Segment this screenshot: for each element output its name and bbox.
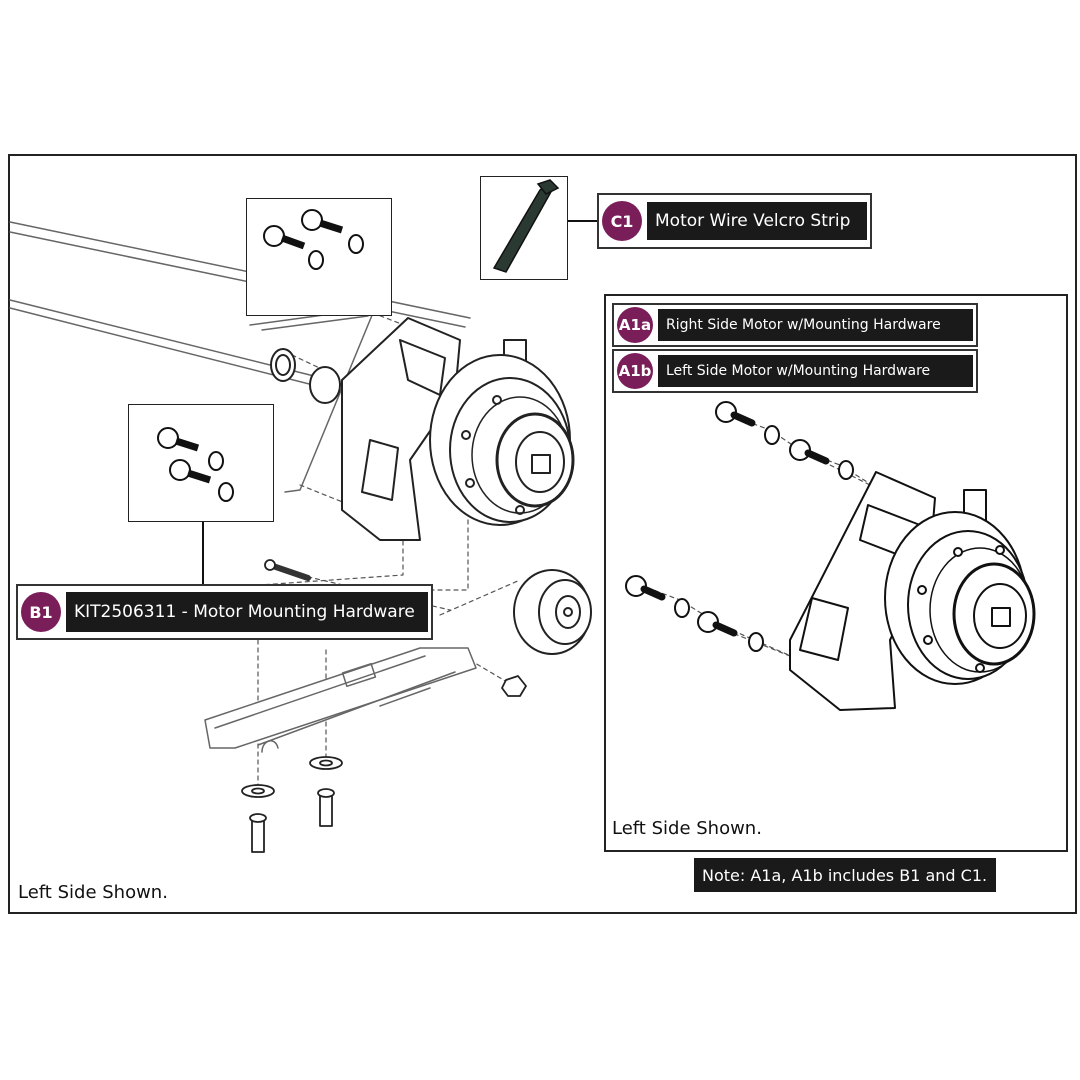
lower-bolt-set	[157, 427, 234, 502]
washer-icon	[764, 425, 780, 445]
label-c1: C1 Motor Wire Velcro Strip	[597, 193, 872, 249]
label-a1b-text: Left Side Motor w/Mounting Hardware	[658, 355, 973, 387]
label-a1a-text: Right Side Motor w/Mounting Hardware	[658, 309, 973, 341]
washer-icon	[348, 234, 364, 254]
bolt-icon	[169, 459, 212, 484]
washer-icon	[208, 451, 224, 471]
velcro-leader	[568, 220, 598, 222]
badge-a1a: A1a	[617, 307, 653, 343]
bolt-icon	[157, 427, 200, 452]
bolt-icon	[301, 209, 344, 234]
wheel-icon	[513, 569, 592, 655]
bolt-icon	[697, 611, 738, 637]
washer-icon	[674, 598, 690, 618]
inset-motor-view	[625, 401, 1036, 711]
washer-icon	[308, 250, 324, 270]
motor-icon	[341, 317, 575, 541]
washer-icon	[838, 460, 854, 480]
lower-bolt-callout	[128, 404, 274, 522]
inset-caption: Left Side Shown.	[612, 818, 762, 839]
bolt-icon	[789, 439, 830, 465]
callout-leader	[202, 522, 204, 584]
velcro-strip-icon	[492, 179, 560, 273]
label-b1-text: KIT2506311 - Motor Mounting Hardware	[66, 592, 428, 632]
main-caption: Left Side Shown.	[18, 882, 168, 903]
badge-a1b: A1b	[617, 353, 653, 389]
label-c1-text: Motor Wire Velcro Strip	[647, 202, 867, 240]
velcro-strip-box	[480, 176, 568, 280]
note-banner: Note: A1a, A1b includes B1 and C1.	[694, 858, 996, 892]
upper-bolt-set	[263, 209, 364, 270]
motor-icon	[789, 471, 1036, 711]
badge-c1: C1	[602, 201, 642, 241]
main-exploded-view	[9, 221, 592, 853]
washer-icon	[748, 632, 764, 652]
bolt-icon	[263, 225, 306, 250]
label-b1: B1 KIT2506311 - Motor Mounting Hardware	[16, 584, 433, 640]
label-a1a: A1a Right Side Motor w/Mounting Hardware	[612, 303, 978, 347]
bolt-icon	[625, 575, 666, 601]
badge-b1: B1	[21, 592, 61, 632]
bolt-icon	[715, 401, 756, 427]
washer-icon	[218, 482, 234, 502]
label-a1b: A1b Left Side Motor w/Mounting Hardware	[612, 349, 978, 393]
